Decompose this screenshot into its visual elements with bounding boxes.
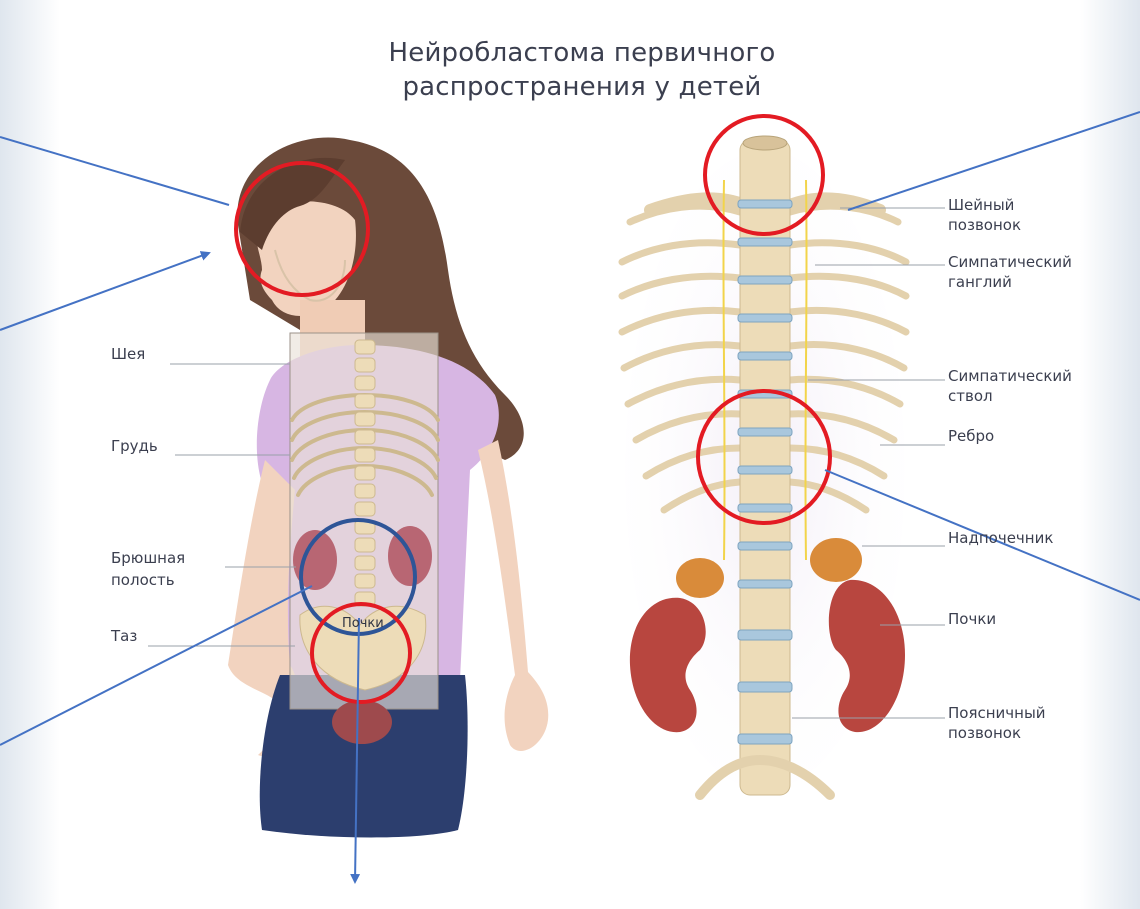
label-chest: Грудь bbox=[111, 436, 158, 456]
label-pelvis: Таз bbox=[111, 626, 137, 646]
label-cervical-2: позвонок bbox=[948, 215, 1021, 235]
right-arm bbox=[478, 440, 548, 751]
label-lumbar-1: Поясничный bbox=[948, 703, 1046, 723]
child-spine bbox=[355, 340, 375, 606]
adrenal-left bbox=[676, 558, 724, 598]
label-ganglion-1: Симпатический bbox=[948, 252, 1072, 272]
adrenal-right bbox=[810, 538, 862, 582]
label-kidneys-overlay: Почки bbox=[342, 616, 384, 631]
label-abdomen-1: Брюшная bbox=[111, 548, 185, 568]
label-cervical-1: Шейный bbox=[948, 195, 1014, 215]
child-figure bbox=[228, 138, 548, 838]
label-trunk-1: Симпатический bbox=[948, 366, 1072, 386]
label-abdomen-2: полость bbox=[111, 570, 175, 590]
label-kidneys: Почки bbox=[948, 609, 996, 629]
label-trunk-2: ствол bbox=[948, 386, 993, 406]
title-line-2: распространения у детей bbox=[12, 72, 1140, 102]
label-adrenal: Надпочечник bbox=[948, 528, 1053, 548]
title-line-1: Нейробластома первичного bbox=[12, 38, 1140, 68]
label-lumbar-2: позвонок bbox=[948, 723, 1021, 743]
label-rib: Ребро bbox=[948, 426, 994, 446]
child-bladder bbox=[332, 700, 392, 744]
label-neck: Шея bbox=[111, 344, 145, 364]
arrow-to-head bbox=[0, 137, 229, 205]
label-ganglion-2: ганглий bbox=[948, 272, 1012, 292]
arrow-from-left-up bbox=[0, 253, 209, 330]
